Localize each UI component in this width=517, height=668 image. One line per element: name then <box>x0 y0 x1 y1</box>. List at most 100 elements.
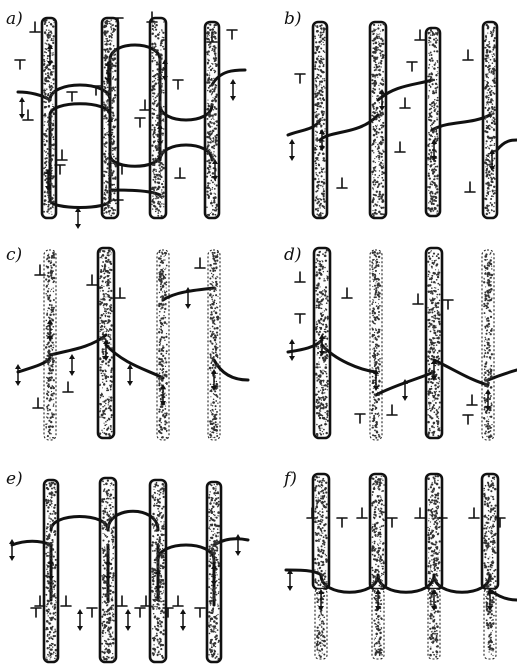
stipple-dot <box>374 174 376 176</box>
stipple-dot <box>438 270 439 271</box>
stipple-dot <box>112 113 113 114</box>
stipple-dot <box>432 83 434 85</box>
stipple-dot <box>320 31 322 33</box>
stipple-dot <box>373 322 375 324</box>
stipple-dot <box>50 433 51 434</box>
stipple-dot <box>108 267 109 268</box>
stipple-dot <box>114 48 116 50</box>
stipple-dot <box>322 253 324 255</box>
stipple-dot <box>434 260 436 262</box>
stipple-dot <box>156 100 157 101</box>
stipple-dot <box>373 108 375 110</box>
stipple-dot <box>430 108 432 110</box>
stipple-dot <box>382 56 384 58</box>
stipple-dot <box>317 76 318 77</box>
stipple-dot <box>212 48 214 50</box>
stipple-dot <box>111 67 113 69</box>
stipple-dot <box>435 269 436 270</box>
stipple-dot <box>47 499 49 501</box>
stipple-dot <box>53 106 54 107</box>
stipple-dot <box>430 151 432 153</box>
stipple-dot <box>324 267 326 269</box>
stipple-dot <box>373 189 374 190</box>
stipple-dot <box>379 363 381 365</box>
stipple-dot <box>489 205 490 206</box>
stipple-dot <box>437 314 439 316</box>
stipple-dot <box>483 303 485 305</box>
stipple-dot <box>321 264 322 265</box>
stipple-dot <box>322 260 323 261</box>
stipple-dot <box>433 196 435 198</box>
stipple-dot <box>106 313 107 314</box>
stipple-dot <box>375 355 376 356</box>
stipple-dot <box>164 423 166 425</box>
stipple-dot <box>375 407 376 408</box>
stipple-dot <box>382 163 383 164</box>
stipple-dot <box>488 344 490 346</box>
stipple-dot <box>106 331 107 332</box>
stipple-dot <box>157 147 159 149</box>
stipple-dot <box>381 167 383 169</box>
stipple-dot <box>315 145 316 146</box>
panel-f <box>286 474 517 659</box>
stipple-dot <box>321 385 322 386</box>
stipple-dot <box>114 209 116 211</box>
stipple-dot <box>323 86 325 88</box>
stipple-dot <box>428 370 430 372</box>
stipple-dot <box>165 361 167 363</box>
stipple-dot <box>317 354 318 355</box>
stipple-dot <box>433 330 435 332</box>
stipple-dot <box>160 54 162 56</box>
stipple-dot <box>493 177 495 179</box>
stipple-dot <box>152 124 154 126</box>
stipple-dot <box>51 144 52 145</box>
stipple-dot <box>52 144 55 147</box>
stipple-dot <box>490 117 491 118</box>
stipple-dot <box>210 304 211 305</box>
stipple-dot <box>427 355 429 357</box>
stipple-dot <box>486 318 488 320</box>
stipple-dot <box>378 198 380 200</box>
stipple-dot <box>107 50 110 53</box>
stipple-dot <box>53 54 54 55</box>
stipple-dot <box>101 314 104 317</box>
stipple-dot <box>210 423 212 425</box>
stipple-dot <box>315 91 316 92</box>
stipple-dot <box>108 334 110 336</box>
stipple-dot <box>316 412 318 414</box>
stipple-dot <box>213 147 215 149</box>
stipple-dot <box>323 200 325 202</box>
stipple-dot <box>321 175 323 177</box>
stipple-dot <box>488 71 490 73</box>
stipple-dot <box>54 483 56 485</box>
stipple-dot <box>486 44 488 46</box>
stipple-dot <box>166 402 167 403</box>
stipple-dot <box>314 152 316 154</box>
stipple-dot <box>322 312 323 313</box>
stipple-dot <box>213 26 215 28</box>
stipple-dot <box>106 81 107 82</box>
stipple-dot <box>164 408 166 410</box>
stipple-dot <box>327 386 329 388</box>
stipple-dot <box>372 315 374 317</box>
stipple-dot <box>327 415 329 417</box>
stipple-dot <box>210 396 211 397</box>
stipple-dot <box>113 127 115 129</box>
stipple-dot <box>165 255 166 256</box>
stipple-dot <box>376 33 377 34</box>
stipple-dot <box>494 66 495 67</box>
stipple-dot <box>162 69 164 71</box>
stipple-dot <box>52 363 54 365</box>
stipple-dot <box>433 345 435 347</box>
stipple-dot <box>164 373 166 375</box>
stipple-dot <box>50 190 51 191</box>
stipple-dot <box>428 97 429 98</box>
stipple-dot <box>111 100 112 101</box>
stipple-dot <box>427 421 430 424</box>
stipple-dot <box>158 251 160 253</box>
stipple-dot <box>112 32 113 33</box>
stipple-dot <box>315 209 316 210</box>
stipple-dot <box>217 403 218 404</box>
stipple-dot <box>487 167 488 168</box>
stipple-dot <box>376 131 378 133</box>
